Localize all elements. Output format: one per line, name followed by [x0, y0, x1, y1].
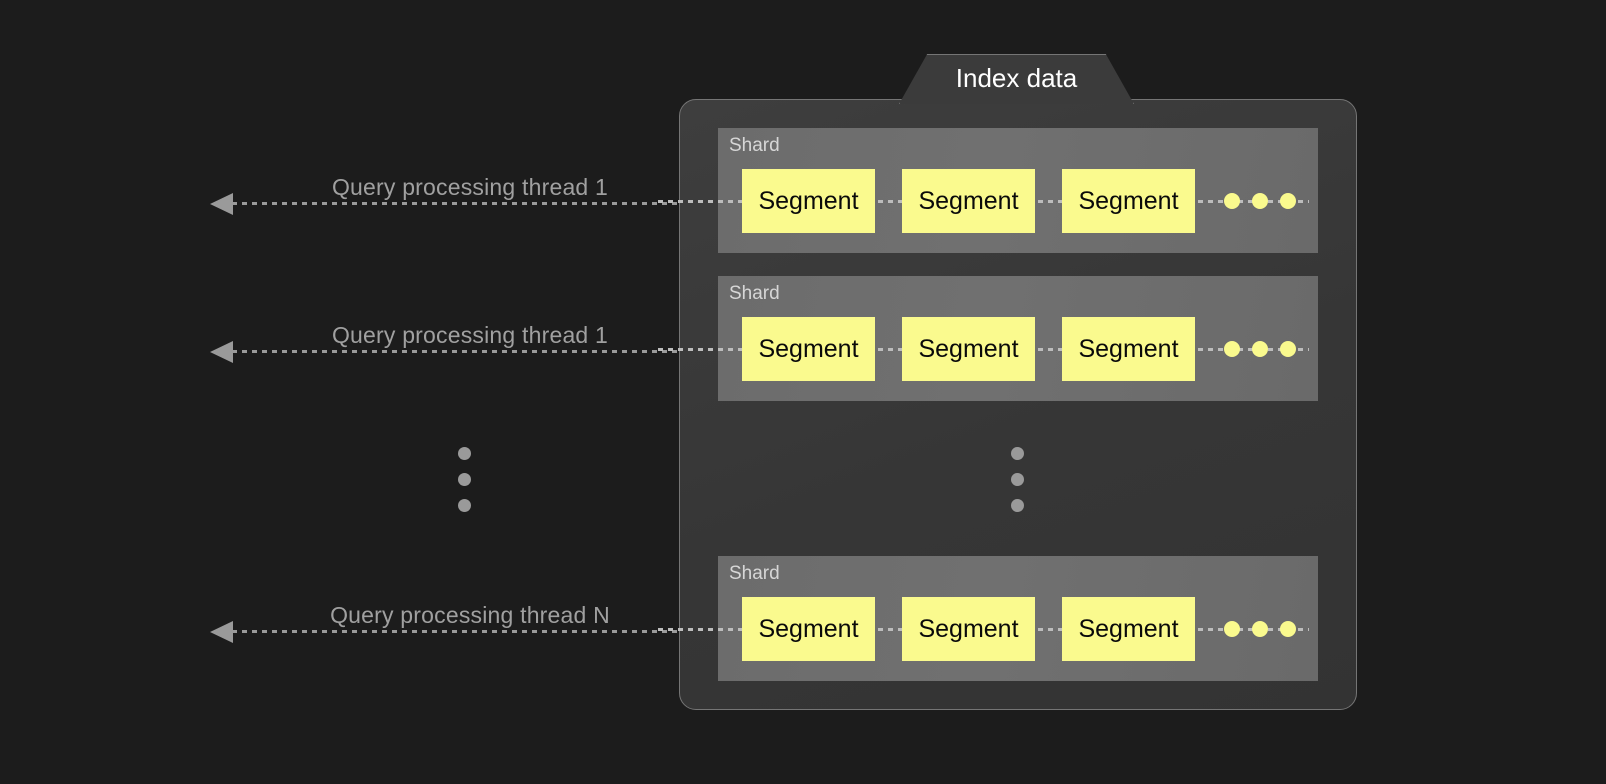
- index-data-title-wrap: Index data: [899, 54, 1134, 104]
- arrow-head-icon: [210, 341, 233, 363]
- shard-label: Shard: [729, 135, 780, 156]
- segment-box: Segment: [902, 169, 1035, 233]
- segment-dot: [1224, 621, 1240, 637]
- shard-row-3: Shard Segment Segment Segment: [658, 556, 1318, 681]
- arrow-head-icon: [210, 621, 233, 643]
- ellipsis-dot: [458, 447, 471, 460]
- segment-box: Segment: [1062, 169, 1195, 233]
- shard-row-2: Shard Segment Segment Segment: [658, 276, 1318, 401]
- shard-label: Shard: [729, 283, 780, 304]
- query-thread-arrow-1: Query processing thread 1: [210, 174, 730, 223]
- segment-more-dots-icon: [1224, 621, 1308, 637]
- ellipsis-dot: [1011, 447, 1024, 460]
- index-data-tab: [899, 54, 1134, 104]
- query-thread-arrow-2: Query processing thread 1: [210, 322, 730, 371]
- segment-dot: [1252, 621, 1268, 637]
- segment-dot: [1280, 193, 1296, 209]
- segments-row: Segment Segment Segment: [658, 317, 1318, 381]
- query-thread-arrow-3: Query processing thread N: [210, 602, 730, 651]
- tab-seam: [906, 99, 1128, 103]
- arrow-dotted-line: [232, 202, 730, 205]
- segment-more-dots-icon: [1224, 193, 1308, 209]
- segment-dot: [1224, 193, 1240, 209]
- ellipsis-dot: [1011, 499, 1024, 512]
- segment-box: Segment: [742, 317, 875, 381]
- segment-box: Segment: [1062, 317, 1195, 381]
- left-vertical-ellipsis-icon: [458, 447, 472, 512]
- arrow-dotted-line: [232, 630, 730, 633]
- panel-vertical-ellipsis-icon: [1011, 447, 1025, 512]
- query-thread-label-3: Query processing thread N: [330, 602, 610, 628]
- segment-dot: [1280, 621, 1296, 637]
- query-thread-label-1: Query processing thread 1: [331, 174, 609, 200]
- shard-label: Shard: [729, 563, 780, 584]
- segment-box: Segment: [902, 317, 1035, 381]
- segment-dot: [1224, 341, 1240, 357]
- ellipsis-dot: [458, 499, 471, 512]
- segments-row: Segment Segment Segment: [658, 169, 1318, 233]
- segments-row: Segment Segment Segment: [658, 597, 1318, 661]
- segment-more-dots-icon: [1224, 341, 1308, 357]
- segment-dot: [1280, 341, 1296, 357]
- segment-dot: [1252, 341, 1268, 357]
- segment-box: Segment: [902, 597, 1035, 661]
- index-data-title: Index data: [955, 63, 1078, 93]
- arrow-dotted-line: [232, 350, 730, 353]
- segment-box: Segment: [742, 597, 875, 661]
- arrow-head-icon: [210, 193, 233, 215]
- query-thread-label-2: Query processing thread 1: [331, 322, 609, 348]
- segment-box: Segment: [1062, 597, 1195, 661]
- ellipsis-dot: [1011, 473, 1024, 486]
- segment-dot: [1252, 193, 1268, 209]
- shard-row-1: Shard Segment Segment Segment: [658, 128, 1318, 253]
- segment-box: Segment: [742, 169, 875, 233]
- ellipsis-dot: [458, 473, 471, 486]
